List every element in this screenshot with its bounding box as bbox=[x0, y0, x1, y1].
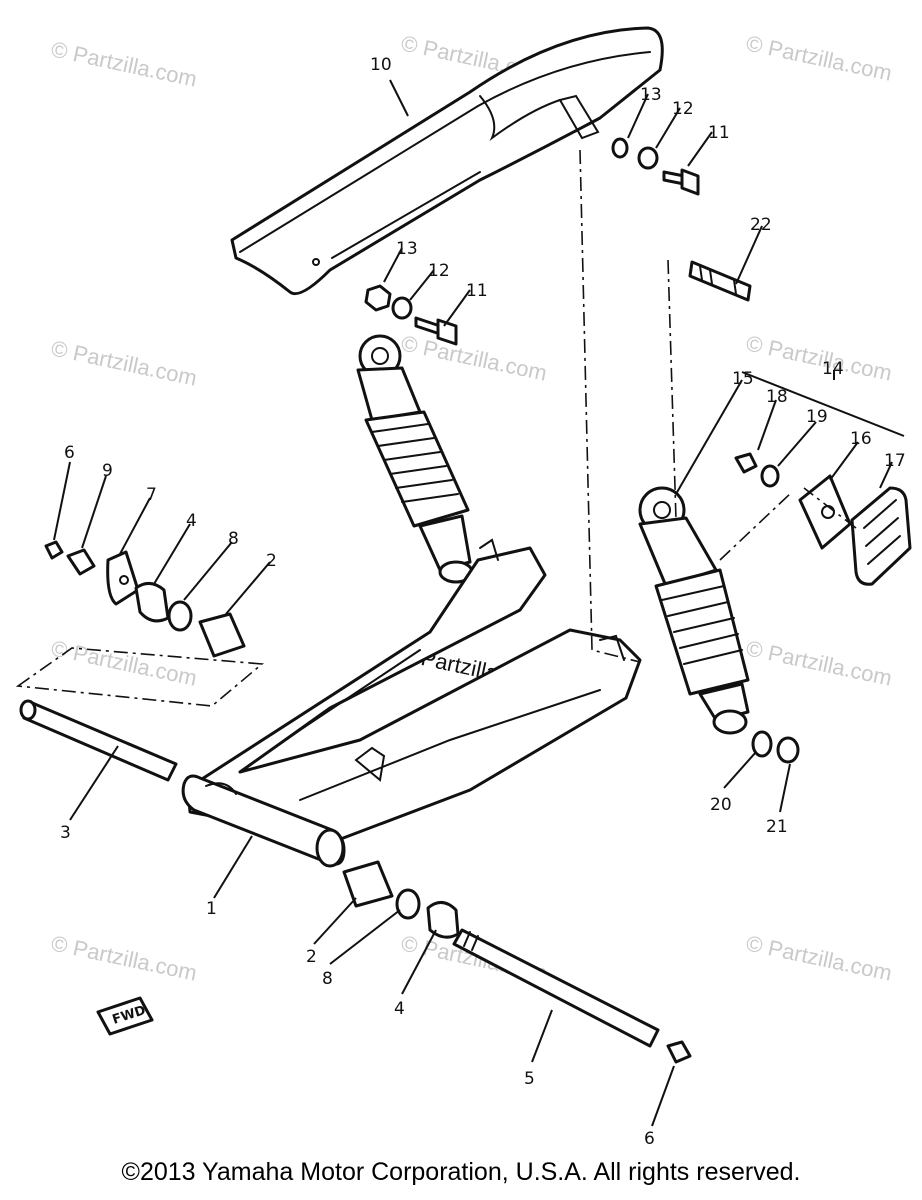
washer-8-right bbox=[395, 888, 421, 920]
reflector-17 bbox=[850, 486, 912, 586]
callout-16: 16 bbox=[850, 429, 872, 449]
callout-17: 17 bbox=[884, 451, 906, 471]
pivot-parts-group-outline bbox=[15, 647, 264, 707]
bolt-11-lower-shank bbox=[414, 316, 442, 336]
callout-11-upper: 11 bbox=[708, 123, 730, 143]
washer-12-upper bbox=[637, 146, 659, 170]
bracket-16 bbox=[798, 474, 852, 550]
callout-6-left: 6 bbox=[64, 443, 75, 463]
callout-2-left: 2 bbox=[266, 551, 277, 571]
left-side-pivot-parts bbox=[15, 540, 264, 707]
callout-15: 15 bbox=[732, 369, 754, 389]
pivot-bolt-5 bbox=[452, 928, 692, 1064]
shock-lower-nuts bbox=[751, 730, 800, 764]
callout-14: 14 bbox=[822, 359, 844, 379]
callout-7: 7 bbox=[146, 485, 157, 505]
callout-10: 10 bbox=[370, 55, 392, 75]
copyright-notice: ©2013 Yamaha Motor Corporation, U.S.A. A… bbox=[121, 1158, 801, 1186]
callout-18: 18 bbox=[766, 387, 788, 407]
watermark: © Partzilla.com bbox=[744, 30, 894, 85]
callout-2-right: 2 bbox=[306, 947, 317, 967]
watermark: © Partzilla.com bbox=[49, 635, 199, 690]
reflector-assembly bbox=[734, 452, 912, 586]
callout-12-lower: 12 bbox=[428, 261, 450, 281]
callout-8-right: 8 bbox=[322, 969, 333, 989]
watermark: © Partzilla.com bbox=[49, 36, 199, 91]
callout-6-right: 6 bbox=[644, 1129, 655, 1149]
chain-case bbox=[230, 26, 664, 296]
chain-case-lower-fasteners bbox=[364, 284, 458, 346]
chain-case-upper-fasteners bbox=[611, 137, 700, 196]
alignment-lines bbox=[579, 149, 857, 663]
plate-7 bbox=[106, 550, 140, 606]
right-side-pivot-parts bbox=[342, 860, 460, 939]
right-shock-absorber bbox=[638, 486, 750, 735]
nut-6-right bbox=[666, 1040, 692, 1064]
callout-22: 22 bbox=[750, 215, 772, 235]
callouts: 10 13 12 11 22 13 12 11 14 15 18 19 16 1… bbox=[60, 55, 906, 1149]
watermark: © Partzilla.com bbox=[399, 330, 549, 385]
callout-8-left: 8 bbox=[228, 529, 239, 549]
swingarm bbox=[181, 538, 642, 868]
left-shock-absorber bbox=[356, 334, 474, 584]
callout-5: 5 bbox=[524, 1069, 535, 1089]
washer-19 bbox=[760, 464, 780, 488]
callout-12-upper: 12 bbox=[672, 99, 694, 119]
nut-13-lower bbox=[364, 284, 392, 312]
nut-18 bbox=[734, 452, 758, 474]
callout-21: 21 bbox=[766, 817, 788, 837]
watermark: © Partzilla.com bbox=[744, 330, 894, 385]
watermark: © Partzilla.com bbox=[744, 635, 894, 690]
callout-3: 3 bbox=[60, 823, 71, 843]
nut-9 bbox=[66, 548, 96, 576]
nut-6-left bbox=[44, 540, 64, 560]
bolt-11-upper-head bbox=[680, 168, 700, 196]
callout-4-left: 4 bbox=[186, 511, 197, 531]
washer-8-left bbox=[167, 600, 193, 632]
pivot-shaft-3 bbox=[19, 699, 178, 782]
callout-11-lower: 11 bbox=[466, 281, 488, 301]
washer-12-lower bbox=[391, 296, 413, 320]
seal-4-right bbox=[426, 901, 460, 939]
watermark: © Partzilla.com bbox=[49, 335, 199, 390]
callout-9: 9 bbox=[102, 461, 113, 481]
bushing-2-left bbox=[198, 612, 246, 658]
callout-1: 1 bbox=[206, 899, 217, 919]
watermark: © Partzilla.com bbox=[49, 930, 199, 985]
callout-19: 19 bbox=[806, 407, 828, 427]
seal-4-left bbox=[134, 582, 170, 623]
washer-13-upper bbox=[611, 137, 629, 159]
callout-13-upper: 13 bbox=[640, 85, 662, 105]
bushing-2-right bbox=[342, 860, 394, 908]
callout-20: 20 bbox=[710, 795, 732, 815]
callout-13-lower: 13 bbox=[396, 239, 418, 259]
watermark: © Partzilla.com bbox=[744, 930, 894, 985]
stud-22 bbox=[688, 260, 752, 302]
leader-lines bbox=[53, 79, 905, 1127]
callout-4-right: 4 bbox=[394, 999, 405, 1019]
bolt-11-lower-head bbox=[436, 318, 458, 346]
fwd-arrow: FWD bbox=[96, 996, 154, 1036]
